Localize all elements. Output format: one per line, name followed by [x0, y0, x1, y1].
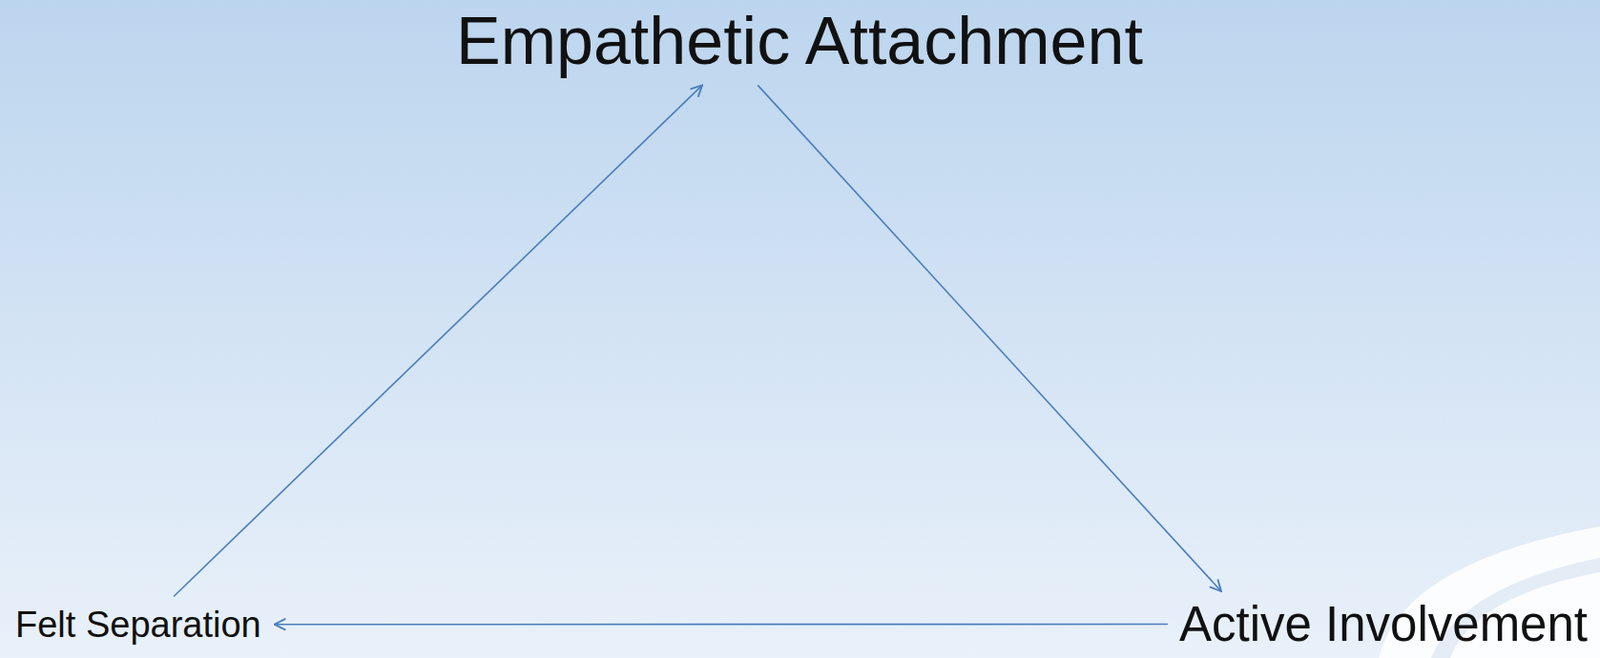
concept-node: Felt Separation — [11, 602, 266, 648]
arrow-connector — [274, 623, 1168, 626]
node-label: Felt Separation — [15, 604, 262, 646]
concept-node: Empathetic Attachment — [452, 1, 1147, 81]
node-label: Active Involvement — [1179, 597, 1588, 652]
concept-node: Active Involvement — [1175, 595, 1592, 654]
arrow-connector — [757, 84, 1222, 592]
arrow-connector — [173, 84, 703, 597]
node-label: Empathetic Attachment — [456, 3, 1143, 79]
